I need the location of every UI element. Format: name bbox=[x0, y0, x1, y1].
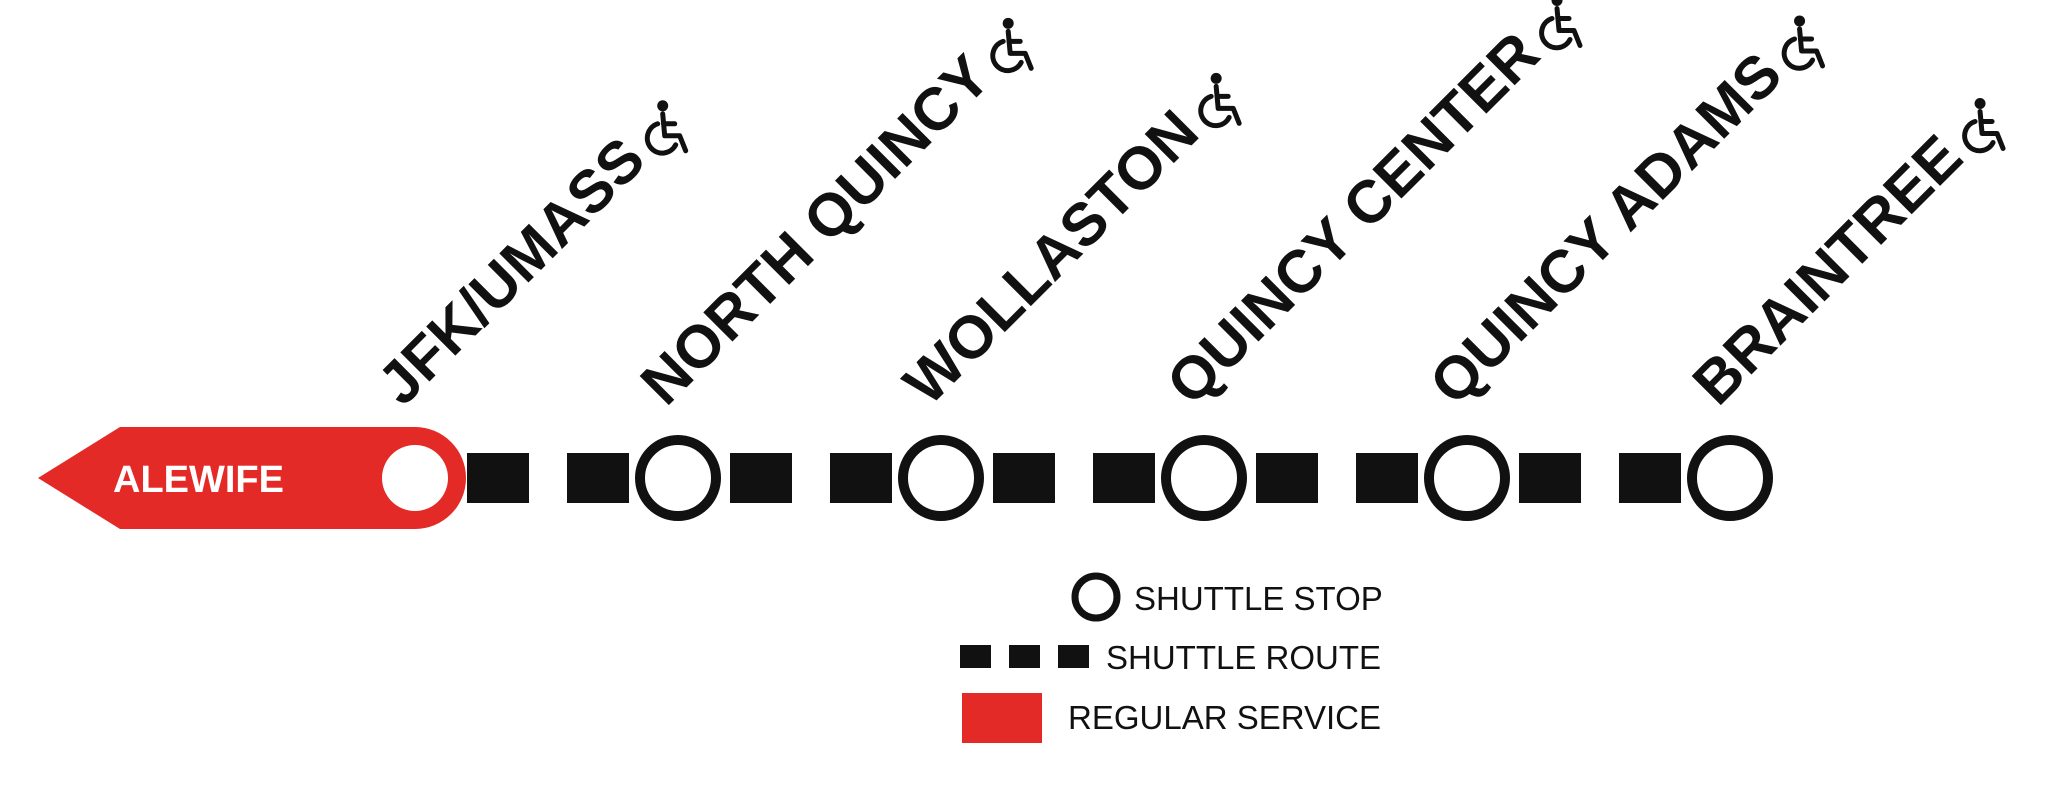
transfer-stop bbox=[382, 445, 448, 511]
shuttle-route-dash bbox=[830, 453, 892, 503]
station-quincy-center: QUINCY CENTER bbox=[1154, 0, 1607, 417]
legend: SHUTTLE STOP SHUTTLE ROUTE REGULAR SERVI… bbox=[960, 572, 1383, 743]
legend-regular-service: REGULAR SERVICE bbox=[962, 693, 1381, 743]
legend-shuttle-stop: SHUTTLE STOP bbox=[1071, 572, 1383, 622]
shuttle-route-dash bbox=[993, 453, 1055, 503]
shuttle-stop bbox=[898, 435, 984, 521]
wheelchair-icon bbox=[1201, 73, 1239, 126]
shuttle-stop bbox=[1161, 435, 1247, 521]
shuttle-route-line bbox=[467, 453, 1681, 503]
shuttle-route-dash bbox=[1093, 453, 1155, 503]
wheelchair-icon bbox=[993, 18, 1031, 71]
wheelchair-icon bbox=[647, 100, 685, 153]
shuttle-route-dash bbox=[1619, 453, 1681, 503]
legend-shuttle-stop-label: SHUTTLE STOP bbox=[1134, 580, 1383, 617]
left-arrow-icon bbox=[38, 427, 466, 529]
wheelchair-icon bbox=[1784, 15, 1822, 68]
shuttle-stop-icon bbox=[1071, 572, 1121, 622]
regular-service-swatch bbox=[962, 693, 1042, 743]
legend-regular-service-label: REGULAR SERVICE bbox=[1068, 699, 1381, 736]
wheelchair-icon bbox=[1965, 98, 2003, 151]
legend-shuttle-route: SHUTTLE ROUTE bbox=[960, 639, 1381, 676]
legend-shuttle-route-label: SHUTTLE ROUTE bbox=[1106, 639, 1381, 676]
shuttle-route-icon bbox=[960, 645, 1089, 668]
station-name: BRAINTREE bbox=[1680, 122, 1975, 417]
terminus-label: ALEWIFE bbox=[113, 459, 284, 501]
shuttle-stop bbox=[1424, 435, 1510, 521]
station-labels: JFK/UMASS NORTH QUINCY WOLLASTON QUINCY … bbox=[365, 0, 2030, 418]
shuttle-route-dash bbox=[567, 453, 629, 503]
shuttle-route-dash bbox=[467, 453, 529, 503]
shuttle-route-dash bbox=[730, 453, 792, 503]
regular-service-segment: ALEWIFE bbox=[38, 427, 466, 529]
shuttle-stop bbox=[635, 435, 721, 521]
wheelchair-icon bbox=[1542, 0, 1580, 48]
shuttle-route-dash bbox=[1519, 453, 1581, 503]
shuttle-stop bbox=[1687, 435, 1773, 521]
shuttle-route-dash bbox=[1256, 453, 1318, 503]
station-name: JFK/UMASS bbox=[365, 125, 658, 418]
shuttle-stops bbox=[382, 435, 1773, 521]
shuttle-route-dash bbox=[1356, 453, 1418, 503]
